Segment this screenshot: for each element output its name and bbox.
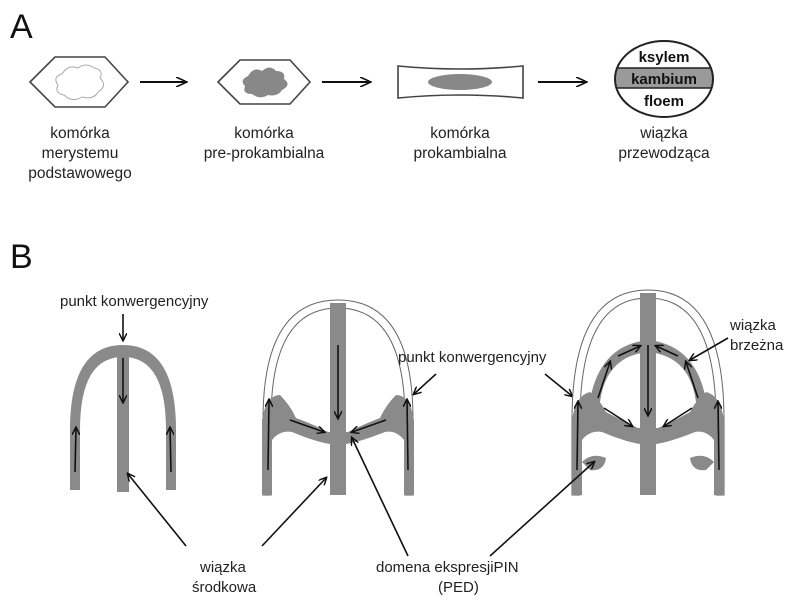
leaf-3-lobe-right xyxy=(690,456,714,471)
phloem-label: floem xyxy=(644,93,684,110)
leaf-2-arrow-left-up xyxy=(268,400,269,470)
caption-cell-3-line-1: komórka xyxy=(430,125,490,142)
cambium-label: kambium xyxy=(631,71,697,88)
label-midvein-2: środkowa xyxy=(192,579,257,596)
procambial-cell xyxy=(398,66,523,98)
caption-cell-1-line-2: merystemu xyxy=(42,145,119,162)
label-midvein-1: wiązka xyxy=(199,559,247,576)
arrow-ped-mid xyxy=(352,438,408,556)
arrow-midvein-left xyxy=(128,474,186,546)
leaf-stage-2 xyxy=(262,300,414,495)
caption-cell-3-line-2: prokambialna xyxy=(413,145,506,162)
panel-a-letter: A xyxy=(10,8,33,46)
leaf-1-arrow-left xyxy=(75,428,76,472)
caption-cell-2-line-1: komórka xyxy=(234,125,294,142)
caption-cell-1-line-1: komórka xyxy=(50,125,110,142)
panel-b-letter: B xyxy=(10,238,33,276)
caption-cell-2-line-2: pre-prokambialna xyxy=(204,145,325,162)
ground-meristem-cell xyxy=(30,57,128,107)
nucleus-elongated xyxy=(428,74,492,90)
leaf-3-arrow-left-up xyxy=(577,402,578,470)
caption-cell-1-line-3: podstawowego xyxy=(28,165,131,182)
caption-cell-4-line-1: wiązka xyxy=(639,125,688,142)
leaf-stage-3 xyxy=(572,290,724,495)
label-convergence-left: punkt konwergencyjny xyxy=(60,293,209,310)
label-marginal-bundle-1: wiązka xyxy=(729,317,777,334)
leaf-3-arrow-right-up xyxy=(718,402,719,470)
label-ped-1: domena ekspresjiPIN xyxy=(376,559,519,576)
caption-cell-4-line-2: przewodząca xyxy=(618,145,710,162)
pre-procambial-cell xyxy=(218,60,310,104)
label-ped-2: (PED) xyxy=(438,579,479,596)
xylem-label: ksylem xyxy=(639,49,690,66)
vascular-bundle: ksylem kambium floem xyxy=(612,41,718,117)
leaf-1-arrow-right xyxy=(170,428,171,472)
arrow-convergence-mid xyxy=(414,374,436,394)
label-marginal-bundle-2: brzeżna xyxy=(730,337,784,354)
arrow-convergence-right xyxy=(545,374,572,396)
arrow-ped-right xyxy=(490,462,594,556)
label-convergence-mid: punkt konwergencyjny xyxy=(398,349,547,366)
leaf-stage-1 xyxy=(70,345,176,492)
leaf-2-arrow-right-up xyxy=(407,400,408,470)
